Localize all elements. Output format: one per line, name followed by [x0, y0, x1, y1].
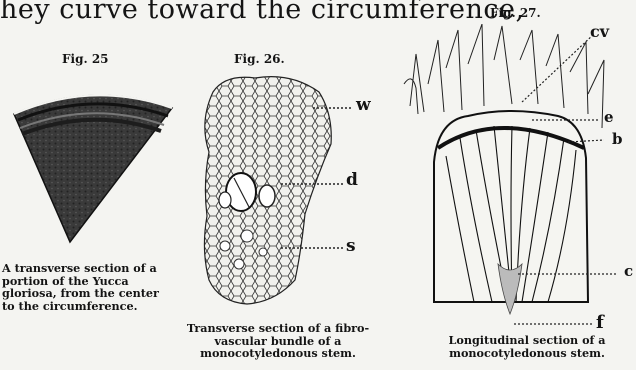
figure-27-caption: Longitudinal section of a monocotyledono…: [418, 334, 636, 359]
figure-26-marker-d: d: [346, 170, 358, 190]
body-text-line: hey curve toward the circumference,: [0, 0, 525, 25]
figure-26-marker-s: s: [346, 236, 356, 256]
figure-25-label: Fig. 25: [62, 52, 109, 66]
figure-27-illustration: [398, 24, 618, 334]
figure-27-marker-c: c: [624, 262, 633, 280]
figure-27-marker-e: e: [604, 108, 614, 126]
figure-27-label: Fig. 27.: [490, 6, 541, 20]
figure-27-marker-cv: cv: [590, 22, 609, 41]
figure-27-marker-b: b: [612, 130, 623, 148]
figure-25-illustration: [0, 70, 180, 250]
figure-26-marker-w: w: [356, 95, 371, 115]
figure-26-label: Fig. 26.: [234, 52, 285, 66]
figure-26-caption: Transverse section of a fibro-vascular b…: [178, 322, 378, 360]
figure-25-caption: A transverse section of a portion of the…: [2, 262, 172, 312]
figure-27-marker-f: f: [596, 312, 604, 333]
